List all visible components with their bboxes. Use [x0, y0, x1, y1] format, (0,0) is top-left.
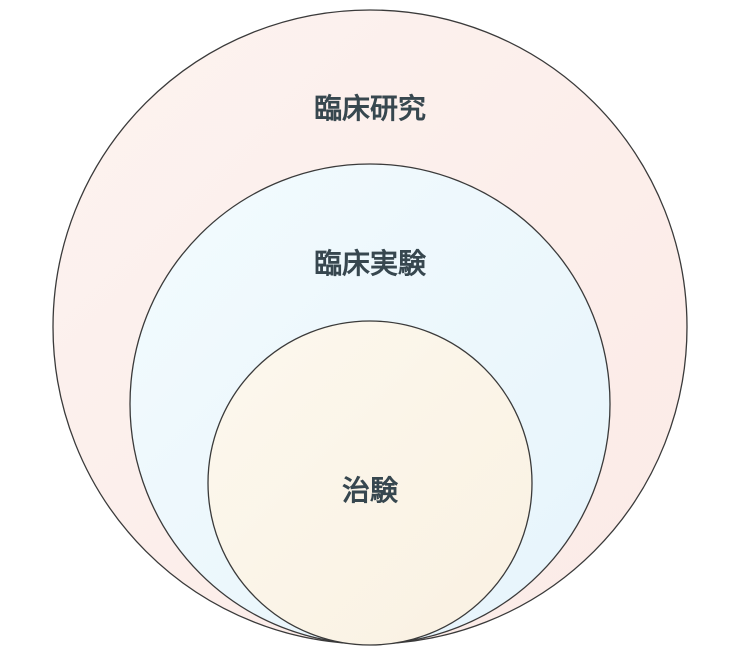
chiken-label: 治験 [342, 474, 399, 507]
clinical-research-label: 臨床研究 [314, 92, 426, 125]
clinical-trial-label: 臨床実験 [314, 247, 427, 280]
chiken-circle [207, 320, 533, 646]
